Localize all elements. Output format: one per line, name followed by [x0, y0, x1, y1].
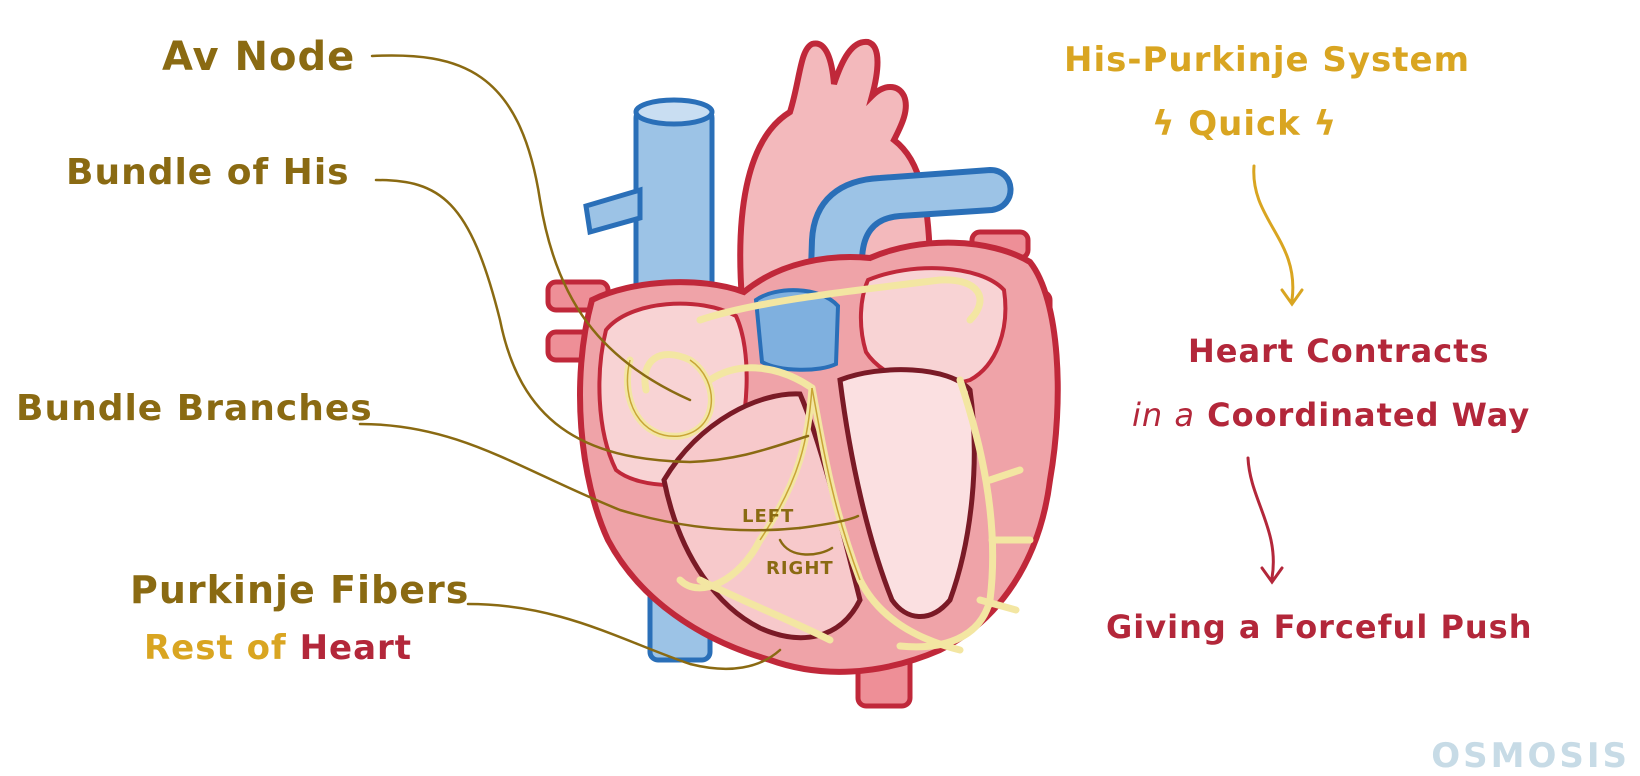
arrow-contracts-to-push [1246, 456, 1275, 580]
label-left-branch: LEFT [742, 506, 795, 527]
label-purkinje-fibers: Purkinje Fibers [130, 568, 470, 612]
leader-left [798, 514, 860, 530]
arrow-hps-to-contracts [1252, 164, 1295, 302]
label-bundle-branches: Bundle Branches [16, 388, 373, 429]
leader-purkinje-fibers [466, 602, 782, 671]
flow-coordinated-way: in a Coordinated Way [1132, 396, 1530, 434]
pulmonary-outflow [753, 288, 841, 372]
leader-bundle-of-his [374, 178, 810, 464]
leader-lines [358, 54, 860, 671]
aorta [737, 38, 934, 303]
flow-forceful-push: Giving a Forceful Push [1106, 608, 1533, 646]
leader-right [778, 538, 834, 556]
superior-vena-cava [583, 97, 715, 321]
left-atrium [858, 266, 1008, 387]
label-right-branch: RIGHT [766, 558, 834, 579]
flow-his-purkinje-system: His-Purkinje System [1064, 40, 1470, 80]
leader-av-node [370, 54, 692, 402]
conduction-outline [626, 359, 861, 581]
left-ventricle [837, 367, 977, 619]
right-ventricle [661, 391, 863, 641]
flow-arrows [1246, 164, 1304, 585]
leader-bundle-branches [358, 422, 802, 532]
label-heart: Heart [299, 628, 413, 668]
label-rest-of-heart: Rest of Heart [144, 628, 412, 668]
flow-in-a: in a [1132, 396, 1195, 434]
label-av-node: Av Node [162, 34, 356, 80]
flow-heart-contracts: Heart Contracts [1188, 332, 1490, 370]
label-rest-of: Rest of [144, 628, 287, 668]
flow-coordinated-way-text: Coordinated Way [1207, 396, 1531, 434]
label-bundle-of-his: Bundle of His [66, 152, 350, 193]
flow-quick: ϟ Quick ϟ [1152, 104, 1338, 144]
osmosis-watermark: OSMOSIS [1431, 736, 1630, 776]
